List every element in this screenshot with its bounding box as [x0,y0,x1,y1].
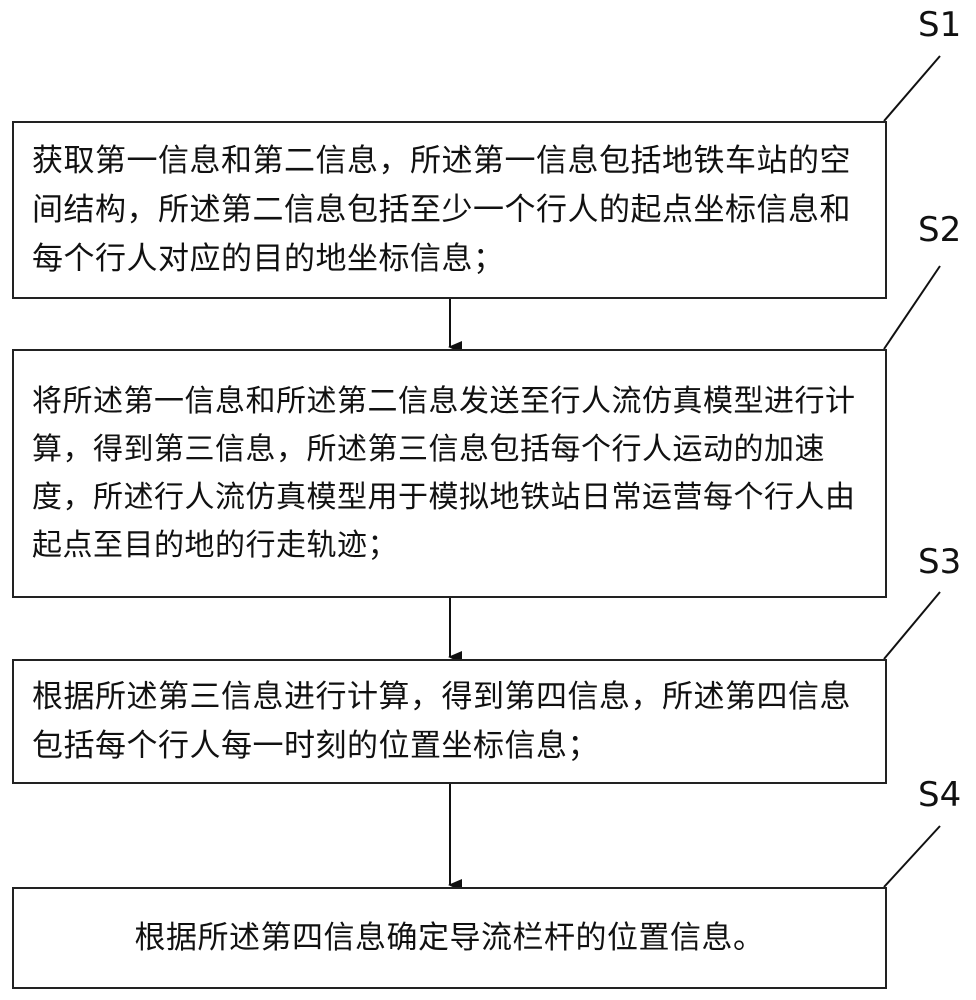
leader-line-s1 [884,56,940,121]
leader-line-s4 [884,826,940,887]
leader-line-s3 [884,592,940,659]
step-box-s3: 根据所述第三信息进行计算，得到第四信息，所述第四信息包括每个行人每一时刻的位置坐… [12,659,887,784]
step-box-s2: 将所述第一信息和所述第二信息发送至行人流仿真模型进行计算，得到第三信息，所述第三… [12,349,887,598]
step-label-s2: S2 [918,213,961,247]
step-box-s1: 获取第一信息和第二信息，所述第一信息包括地铁车站的空间结构，所述第二信息包括至少… [12,121,887,299]
step-label-s3: S3 [918,545,961,579]
leader-line-s2 [884,266,940,349]
step-label-s4: S4 [918,778,961,812]
step-text-s1: 获取第一信息和第二信息，所述第一信息包括地铁车站的空间结构，所述第二信息包括至少… [32,137,867,284]
step-label-s1: S1 [918,8,961,42]
step-text-s3: 根据所述第三信息进行计算，得到第四信息，所述第四信息包括每个行人每一时刻的位置坐… [32,673,867,771]
step-text-s2: 将所述第一信息和所述第二信息发送至行人流仿真模型进行计算，得到第三信息，所述第三… [32,378,867,570]
step-box-s4: 根据所述第四信息确定导流栏杆的位置信息。 [12,887,887,989]
step-text-s4: 根据所述第四信息确定导流栏杆的位置信息。 [32,914,867,963]
